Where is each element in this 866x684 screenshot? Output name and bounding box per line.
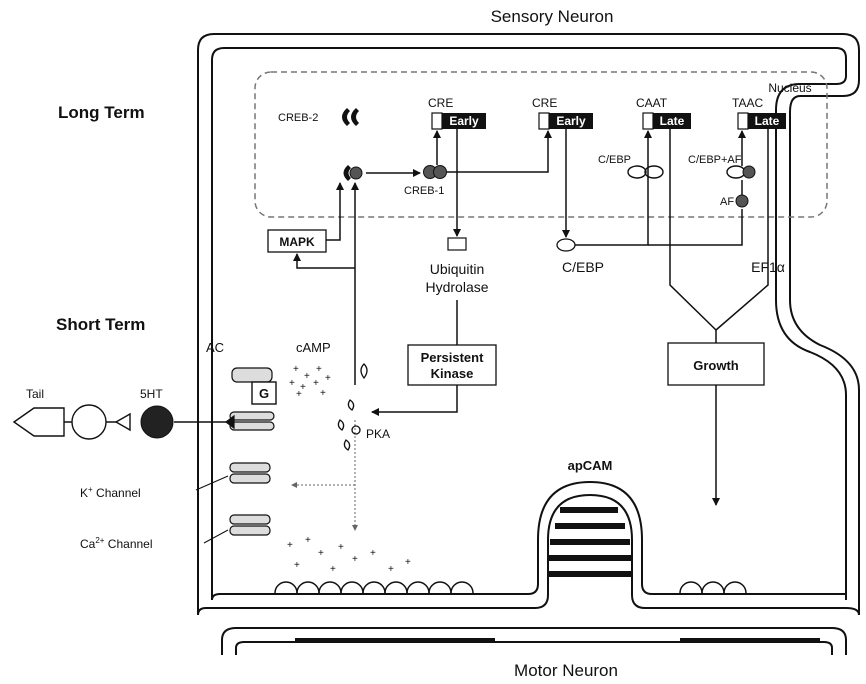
svg-text:+: + <box>304 371 310 382</box>
postsynaptic-density-left <box>295 638 495 642</box>
svg-text:+: + <box>313 378 319 389</box>
k-channel-pointer <box>195 475 229 491</box>
growth-label: Growth <box>693 358 739 373</box>
short-term-label: Short Term <box>56 315 145 334</box>
svg-text:+: + <box>316 364 322 375</box>
creb1-label: CREB-1 <box>404 185 444 197</box>
presynaptic-membrane-inner <box>211 480 846 601</box>
svg-text:+: + <box>294 560 300 571</box>
gene-late-1 <box>642 112 691 130</box>
svg-text:+: + <box>325 373 331 384</box>
mapk-label: MAPK <box>279 235 315 249</box>
late-gene-2-label: Late <box>755 114 780 128</box>
creb2-label: CREB-2 <box>278 112 318 124</box>
svg-text:+: + <box>318 548 324 559</box>
creb1-icon <box>423 165 447 179</box>
g-protein-label: G <box>259 386 269 401</box>
cebp-af-complex-icon <box>726 165 756 179</box>
synapse-icon <box>114 412 131 432</box>
svg-text:+: + <box>287 540 293 551</box>
motor-neuron-membrane-inner <box>235 641 833 655</box>
svg-text:+: + <box>352 554 358 565</box>
ubiquitin-label-2: Hydrolase <box>425 279 488 295</box>
cebp-dimer-icon <box>627 165 664 179</box>
growth-box <box>667 342 765 386</box>
sensory-neuron-membrane-outer <box>197 33 860 615</box>
serotonin-receptor <box>225 411 275 431</box>
motor-neuron-title: Motor Neuron <box>514 661 618 680</box>
svg-text:+: + <box>293 364 299 375</box>
camp-molecules: +++ +++ +++ <box>289 364 331 400</box>
nucleus-label: Nucleus <box>768 81 811 95</box>
presynaptic-membrane-outer <box>197 493 860 616</box>
tail-icon <box>12 407 65 437</box>
sensory-neuron-membrane-inner <box>211 47 847 600</box>
persistent-kinase-label-2: Kinase <box>431 366 474 381</box>
cebp-label: C/EBP <box>562 259 604 275</box>
af-icon <box>735 194 749 208</box>
gene-late-2 <box>737 112 786 130</box>
pka-icon <box>337 363 368 451</box>
early-gene-1-label: Early <box>449 114 479 128</box>
persistent-kinase-box <box>407 344 497 386</box>
vesicles-left <box>274 581 474 594</box>
svg-text:+: + <box>330 564 336 575</box>
gene-early-2 <box>538 112 593 130</box>
transmitter-molecules: +++ +++ +++ + <box>287 535 411 575</box>
creb2-icon <box>342 108 359 126</box>
persistent-kinase-label-1: Persistent <box>421 350 485 365</box>
ca-channel-label: Ca2+ Channel <box>80 536 153 551</box>
interneuron-icon <box>71 404 107 440</box>
ac-label: AC <box>206 340 224 355</box>
phospho-creb-icon <box>343 165 363 181</box>
svg-text:+: + <box>370 548 376 559</box>
svg-text:+: + <box>388 564 394 575</box>
ca-channel-pointer <box>203 529 229 544</box>
ubiquitin-gene-product <box>447 237 467 251</box>
svg-text:+: + <box>320 388 326 399</box>
long-term-label: Long Term <box>58 103 145 122</box>
ca-channel <box>229 514 271 536</box>
svg-text:+: + <box>296 389 302 400</box>
svg-text:+: + <box>305 535 311 546</box>
svg-text:+: + <box>338 542 344 553</box>
serotonin-neuron-icon <box>140 405 174 439</box>
apcam-molecules <box>548 507 632 577</box>
cre-promoter-2: CRE <box>532 96 557 110</box>
gene-early-1 <box>431 112 486 130</box>
svg-text:+: + <box>405 557 411 568</box>
serotonin-label: 5HT <box>140 387 163 401</box>
motor-neuron-membrane-outer <box>221 627 847 655</box>
g-protein-box <box>251 381 277 405</box>
caat-promoter: CAAT <box>636 96 668 110</box>
cebp-cytoplasm-icon <box>556 238 576 252</box>
vesicles-right <box>679 581 747 594</box>
cebp-af-label: C/EBP+AF <box>688 154 742 166</box>
svg-text:+: + <box>289 378 295 389</box>
ef1a-label: EF1α <box>751 259 785 275</box>
k-channel-label: K+ Channel <box>80 485 141 500</box>
camp-label: cAMP <box>296 340 331 355</box>
cebp-nuclear-label: C/EBP <box>598 154 631 166</box>
sensory-neuron-title: Sensory Neuron <box>491 7 614 26</box>
dotted-arrows <box>291 420 358 531</box>
pka-label: PKA <box>366 427 390 441</box>
taac-promoter: TAAC <box>732 96 763 110</box>
af-label: AF <box>720 196 734 208</box>
early-gene-2-label: Early <box>556 114 586 128</box>
cre-promoter-1: CRE <box>428 96 453 110</box>
ac-enzyme <box>231 367 273 383</box>
k-channel <box>229 462 271 484</box>
pathway-arrows <box>64 129 769 506</box>
late-gene-1-label: Late <box>660 114 685 128</box>
tail-label: Tail <box>26 387 44 401</box>
nucleus-boundary <box>254 71 828 218</box>
ubiquitin-label-1: Ubiquitin <box>430 261 484 277</box>
svg-text:+: + <box>300 382 306 393</box>
mapk-box <box>267 229 327 253</box>
postsynaptic-density-right <box>680 638 820 642</box>
apcam-label: apCAM <box>568 458 613 473</box>
